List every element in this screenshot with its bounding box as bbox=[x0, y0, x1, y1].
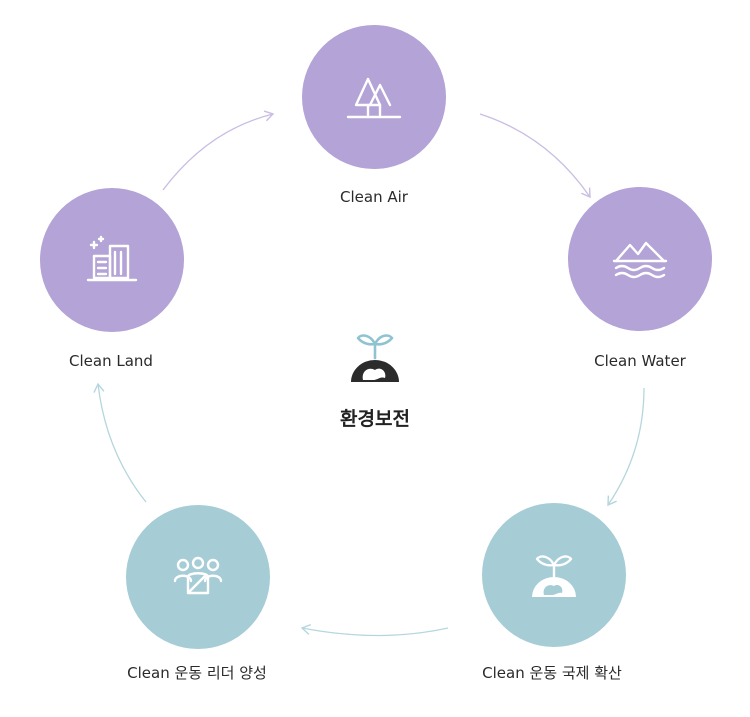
trees-icon bbox=[346, 77, 402, 119]
center-title: 환경보전 bbox=[340, 408, 410, 430]
mountain-water-icon bbox=[612, 241, 668, 279]
arrow-leader-to-land bbox=[93, 382, 147, 503]
arrow-land-to-air bbox=[162, 110, 275, 191]
node-clean-water bbox=[568, 187, 712, 331]
node-clean-international bbox=[482, 503, 626, 647]
node-clean-leader bbox=[126, 505, 270, 649]
label-clean-air: Clean Air bbox=[340, 188, 408, 206]
label-clean-water: Clean Water bbox=[594, 352, 686, 370]
people-group-icon bbox=[173, 556, 223, 595]
node-clean-air bbox=[302, 25, 446, 169]
city-buildings-icon bbox=[86, 235, 138, 282]
arrow-water-to-international bbox=[607, 387, 645, 507]
label-clean-land: Clean Land bbox=[69, 352, 153, 370]
center-sprout-globe-icon bbox=[351, 334, 399, 382]
label-clean-leader: Clean 운동 리더 양성 bbox=[127, 664, 267, 682]
arrow-international-to-leader bbox=[300, 623, 449, 637]
arrow-air-to-water bbox=[479, 113, 591, 199]
sprout-globe-icon bbox=[532, 555, 576, 597]
label-clean-international: Clean 운동 국제 확산 bbox=[482, 664, 622, 682]
node-clean-land bbox=[40, 188, 184, 332]
